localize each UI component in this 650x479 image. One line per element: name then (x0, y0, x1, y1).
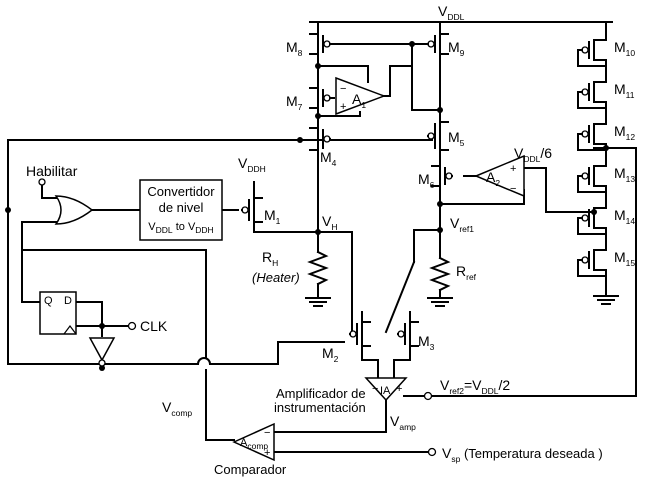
svg-text:−: − (510, 183, 516, 195)
transistor-m13 (577, 161, 607, 205)
resistor-rref (429, 256, 451, 292)
ground-symbols (305, 295, 619, 307)
m4-label: M4 (320, 149, 337, 168)
svg-text:de nivel: de nivel (159, 200, 204, 215)
transistor-m8 (309, 33, 331, 55)
rh-label: RH (262, 249, 278, 268)
transistor-m3 (397, 321, 419, 347)
vref2-label: Vref2=VDDL/2 (440, 377, 510, 396)
transistor-m5 (427, 121, 449, 151)
clk-label: CLK (140, 318, 168, 334)
resistor-rh (307, 250, 329, 286)
m5-label: M5 (448, 129, 465, 148)
svg-text:A2: A2 (486, 169, 500, 188)
pmos-divider-chain (577, 35, 607, 289)
habilitar-pin (38, 178, 46, 186)
inverter (88, 337, 116, 367)
transistor-m1 (241, 197, 263, 223)
transistor-m4 (309, 127, 331, 151)
vh-label: VH (322, 213, 337, 232)
m2-label: M2 (322, 345, 339, 364)
amp-caption-1: Amplificador de (276, 386, 366, 401)
heater-label: (Heater) (252, 270, 300, 285)
transistor-m12 (577, 119, 607, 163)
vref2-pin (423, 391, 433, 401)
transistor-m15 (577, 245, 607, 289)
svg-text:Q: Q (44, 295, 53, 307)
transistor-m11 (577, 77, 607, 121)
mos-transistors (241, 33, 453, 347)
transistor-m2 (349, 321, 371, 347)
amplifier-a1: − + A1 (335, 76, 387, 116)
wires (7, 21, 637, 453)
flip-flop: Q D (39, 291, 77, 335)
m7-label: M7 (286, 93, 303, 112)
amplifier-a2: + − A2 (474, 154, 525, 198)
amp-caption-2: instrumentación (274, 400, 366, 415)
m11-label: M11 (614, 81, 635, 100)
comparator: − + Acomp (232, 422, 275, 462)
m15-label: M15 (614, 249, 635, 268)
vddh-label: VDDH (238, 155, 266, 174)
transistor-m14 (577, 203, 607, 247)
vsp-label: Vsp (Temperatura deseada ) (442, 445, 603, 464)
svg-text:A1: A1 (352, 91, 366, 110)
vddl-label: VDDL (438, 3, 465, 22)
svg-text:+: + (340, 101, 346, 113)
m9-label: M9 (448, 39, 465, 58)
junction-dots (5, 41, 609, 371)
svg-text:+: + (264, 447, 270, 459)
instrumentation-amplifier: − + IA (364, 377, 408, 402)
rref-label: Rref (456, 263, 477, 282)
terminals (38, 178, 437, 457)
vddl-sixth-label: VDDL/6 (514, 145, 552, 164)
labels: VDDL VDDH Habilitar CLK VH RH (Heater) R… (26, 3, 603, 477)
clk-pin (127, 321, 137, 331)
vref1-label: Vref1 (450, 215, 474, 234)
svg-text:D: D (64, 295, 72, 307)
svg-text:−: − (264, 427, 270, 439)
svg-text:Convertidor: Convertidor (147, 184, 215, 199)
m14-label: M14 (614, 207, 635, 226)
vsp-pin (427, 447, 437, 457)
svg-text:Acomp: Acomp (240, 437, 268, 451)
m12-label: M12 (614, 123, 635, 142)
m1-label: M1 (264, 207, 281, 226)
or-gate (54, 195, 94, 225)
comparador-label: Comparador (214, 462, 287, 477)
m10-label: M10 (614, 39, 635, 58)
svg-text:+: + (510, 163, 516, 175)
vamp-label: Vamp (390, 413, 416, 432)
m3-label: M3 (418, 333, 435, 352)
transistor-m6 (431, 165, 453, 187)
m13-label: M13 (614, 165, 635, 184)
svg-text:−: − (340, 83, 346, 95)
transistor-m9 (427, 33, 449, 55)
svg-text:VDDL to VDDH: VDDL to VDDH (148, 221, 213, 235)
transistor-m7 (309, 87, 335, 109)
transistor-m10 (577, 35, 607, 79)
m8-label: M8 (286, 39, 303, 58)
vcomp-label: Vcomp (162, 399, 192, 418)
ia-label: IA (380, 385, 391, 397)
svg-text:−: − (372, 383, 378, 395)
svg-text:+: + (396, 383, 402, 395)
transistor-labels: M8 M9 M7 M4 M5 M6 M1 M2 M3 M10 M11 M12 M… (264, 39, 635, 364)
habilitar-label: Habilitar (26, 163, 78, 179)
m6-label: M6 (418, 171, 435, 190)
level-converter-block: Convertidor de nivel VDDL to VDDH (139, 179, 223, 241)
